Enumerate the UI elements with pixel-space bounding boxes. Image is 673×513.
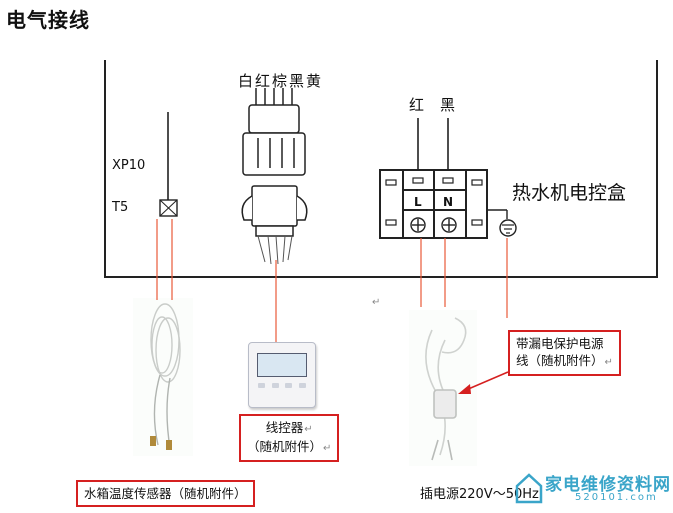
wire-black-label: 黑	[440, 96, 458, 114]
wired-controller-image	[248, 342, 316, 408]
terminal-n-label: N	[443, 195, 454, 209]
callout-arrow	[465, 371, 509, 391]
wire-red-label: 红	[409, 96, 427, 114]
power-source-label: 插电源220V～50Hz	[420, 487, 539, 502]
watermark-text: 家电维修资料网	[545, 475, 671, 495]
house-icon	[515, 473, 543, 504]
sensor-callout: 水箱温度传感器（随机附件）	[76, 480, 255, 507]
ground-icon	[499, 219, 517, 237]
controller-callout-line2: （随机附件）	[247, 439, 323, 454]
unit-outline	[104, 60, 658, 278]
control-box-label: 热水机电控盒	[512, 182, 627, 204]
watermark-url: 520101.com	[575, 492, 658, 503]
sensor-cable-photo	[150, 303, 181, 450]
controller-connector	[241, 88, 308, 265]
controller-callout-line1: 线控器	[265, 420, 304, 435]
power-callout-line1: 带漏电保护电源	[516, 336, 604, 351]
wire-colors-label: 白红棕黑黄	[238, 72, 324, 90]
controller-callout: 线控器↵ （随机附件）↵	[239, 414, 340, 462]
sensor-callout-text: 水箱温度传感器（随机附件）	[84, 486, 247, 501]
watermark: 家电维修资料网 520101.com	[515, 468, 670, 508]
xp10-label: XP10	[112, 158, 146, 173]
t5-label: T5	[112, 200, 129, 215]
terminal-screws	[410, 217, 457, 233]
power-cable-photo	[425, 317, 467, 461]
small-return-mark: ↵	[372, 297, 381, 308]
page-title: 电气接线	[6, 8, 90, 32]
power-callout-line2: 线（随机附件）	[516, 353, 604, 368]
terminal-block	[379, 169, 488, 239]
terminal-l-label: L	[414, 195, 422, 209]
power-line-callout: 带漏电保护电源 线（随机附件）↵	[508, 330, 621, 376]
